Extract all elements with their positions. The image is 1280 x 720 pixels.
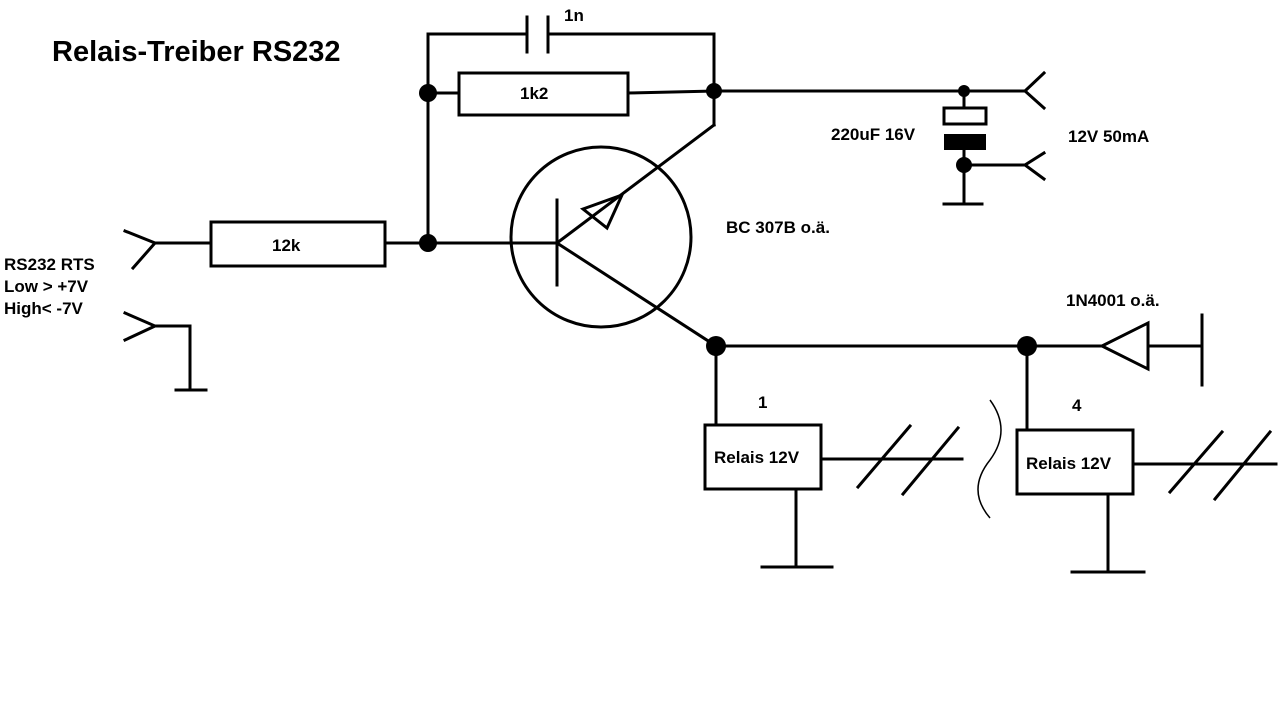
supply-minus-terminal: [1022, 150, 1047, 182]
relay1-number: 1: [758, 393, 767, 412]
capacitor-220uf-label: 220uF 16V: [831, 125, 916, 144]
junction-dot: [419, 84, 437, 102]
relay4-contacts: [1131, 429, 1278, 502]
input-gnd-wire: [153, 324, 192, 392]
diode-label: 1N4001 o.ä.: [1066, 291, 1160, 310]
junction-dot: [1017, 336, 1037, 356]
junction-dot: [706, 83, 722, 99]
resistor-1k2-label: 1k2: [520, 84, 548, 103]
input-label-line3: High< -7V: [4, 299, 84, 318]
diagram-title: Relais-Treiber RS232: [52, 36, 341, 68]
junction-dot: [956, 157, 972, 173]
relay1-ground-wire: [794, 487, 834, 569]
junction-dot: [706, 336, 726, 356]
resistor-12k: [209, 220, 430, 268]
relay1-label: Relais 12V: [714, 448, 800, 467]
capacitor-1n-label: 1n: [564, 6, 584, 25]
capacitor-220uf: [942, 89, 988, 206]
junction-dot: [419, 234, 437, 252]
resistor-12k-label: 12k: [272, 236, 301, 255]
relay1-coil: [703, 423, 823, 491]
transistor-label: BC 307B o.ä.: [726, 218, 830, 237]
supply-plus-terminal: [1022, 70, 1047, 111]
relay1-contacts: [819, 423, 964, 497]
junction-dot: [958, 85, 970, 97]
input-label-line1: RS232 RTS: [4, 255, 95, 274]
relay4-coil: [1015, 428, 1135, 496]
diode-1n4001: [1098, 313, 1204, 387]
transistor-bc307b: [426, 89, 719, 349]
break-symbol: [977, 399, 1002, 519]
resistor-1k2: [426, 71, 716, 117]
input-rts-terminal: [123, 229, 158, 271]
capacitor-1n: [426, 15, 716, 95]
relay4-number: 4: [1072, 396, 1082, 415]
input-gnd-terminal: [123, 311, 159, 342]
supply-label: 12V 50mA: [1068, 127, 1149, 146]
input-label-line2: Low > +7V: [4, 277, 89, 296]
relay4-label: Relais 12V: [1026, 454, 1112, 473]
